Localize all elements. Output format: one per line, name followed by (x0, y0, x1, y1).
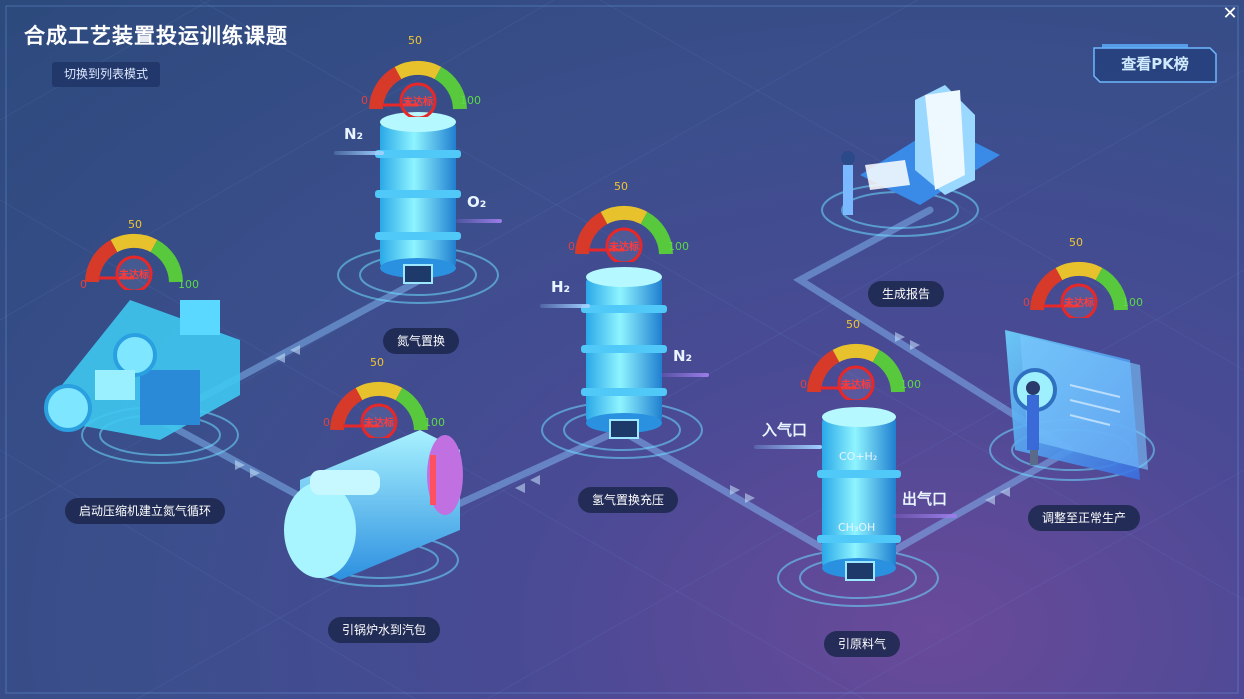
gauge-3-mid: 50 (370, 356, 384, 369)
step-start-compressor[interactable]: 启动压缩机建立氮气循环 (64, 498, 226, 524)
page-title: 合成工艺装置投运训练课题 (24, 24, 288, 48)
n2-outlet-arrow (661, 373, 709, 377)
gauge-dial: 未达标 (330, 381, 428, 441)
step-hydrogen-replacement[interactable]: 氢气置换充压 (577, 487, 679, 513)
gauge-1-max: 100 (178, 278, 199, 291)
gauge-1-min: 0 (80, 278, 87, 291)
h2-inlet-arrow (540, 304, 590, 308)
view-pk-ranking-button[interactable]: 查看PK榜 (1092, 42, 1218, 86)
gauge-2-max: 100 (460, 94, 481, 107)
gauge-dial: 未达标 (807, 343, 905, 403)
gauge-5-min: 0 (800, 378, 807, 391)
gauge-1-mid: 50 (128, 218, 142, 231)
stamp-text: 未达标 (402, 95, 433, 108)
step-normal-production[interactable]: 调整至正常生产 (1027, 505, 1141, 531)
gauge-step-7: 未达标 (1029, 248, 1129, 321)
gauge-4-mid: 50 (614, 180, 628, 193)
gauge-step-3: 未达标 (329, 368, 429, 441)
gauge-dial: 未达标 (369, 60, 467, 120)
gauge-step-4: 未达标 (574, 192, 674, 265)
gauge-step-2: 未达标 (368, 47, 468, 120)
stamp-text: 未达标 (840, 378, 871, 391)
step-nitrogen-replacement[interactable]: 氮气置换 (382, 328, 460, 354)
o2-outlet-arrow (456, 219, 502, 223)
stamp-text: 未达标 (363, 416, 394, 429)
pk-button-label: 查看PK榜 (1121, 55, 1189, 73)
gas-outlet-label: 出气口 (902, 490, 948, 508)
close-icon[interactable]: ✕ (1222, 3, 1238, 24)
gauge-5-mid: 50 (846, 318, 860, 331)
pk-button-frame (1093, 44, 1217, 83)
stamp-text: 未达标 (1063, 296, 1094, 309)
gauge-step-5: 未达标 (806, 330, 906, 403)
o2-outlet-label: O₂ (467, 193, 487, 211)
gauge-2-mid: 50 (408, 34, 422, 47)
gauge-2-min: 0 (361, 94, 368, 107)
step-feed-gas[interactable]: 引原料气 (823, 631, 901, 657)
h2-inlet-label: H₂ (551, 278, 571, 296)
gas-outlet-arrow (893, 514, 957, 518)
gauge-4-max: 100 (668, 240, 689, 253)
n2-inlet-arrow (334, 151, 384, 155)
stamp-text: 未达标 (608, 240, 639, 253)
gauge-7-max: 100 (1122, 296, 1143, 309)
gas-inlet-arrow (754, 445, 822, 449)
n2-outlet-label: N₂ (673, 347, 693, 365)
gauge-3-min: 0 (323, 416, 330, 429)
stamp-text: 未达标 (118, 268, 149, 281)
gas-inlet-label: 入气口 (762, 421, 808, 439)
step-boiler-water[interactable]: 引锅炉水到汽包 (327, 617, 441, 643)
reactor-feed-text: CO+H₂ (839, 450, 878, 463)
switch-to-list-mode-button[interactable]: 切换到列表模式 (52, 62, 160, 87)
n2-inlet-label: N₂ (344, 125, 364, 143)
step-generate-report[interactable]: 生成报告 (867, 281, 945, 307)
gauge-3-max: 100 (424, 416, 445, 429)
gauge-5-max: 100 (900, 378, 921, 391)
gauge-dial: 未达标 (575, 205, 673, 265)
reactor-product-text: CH₃OH (838, 521, 876, 534)
gauge-7-min: 0 (1023, 296, 1030, 309)
gauge-7-mid: 50 (1069, 236, 1083, 249)
gauge-dial: 未达标 (1030, 261, 1128, 321)
gauge-4-min: 0 (568, 240, 575, 253)
